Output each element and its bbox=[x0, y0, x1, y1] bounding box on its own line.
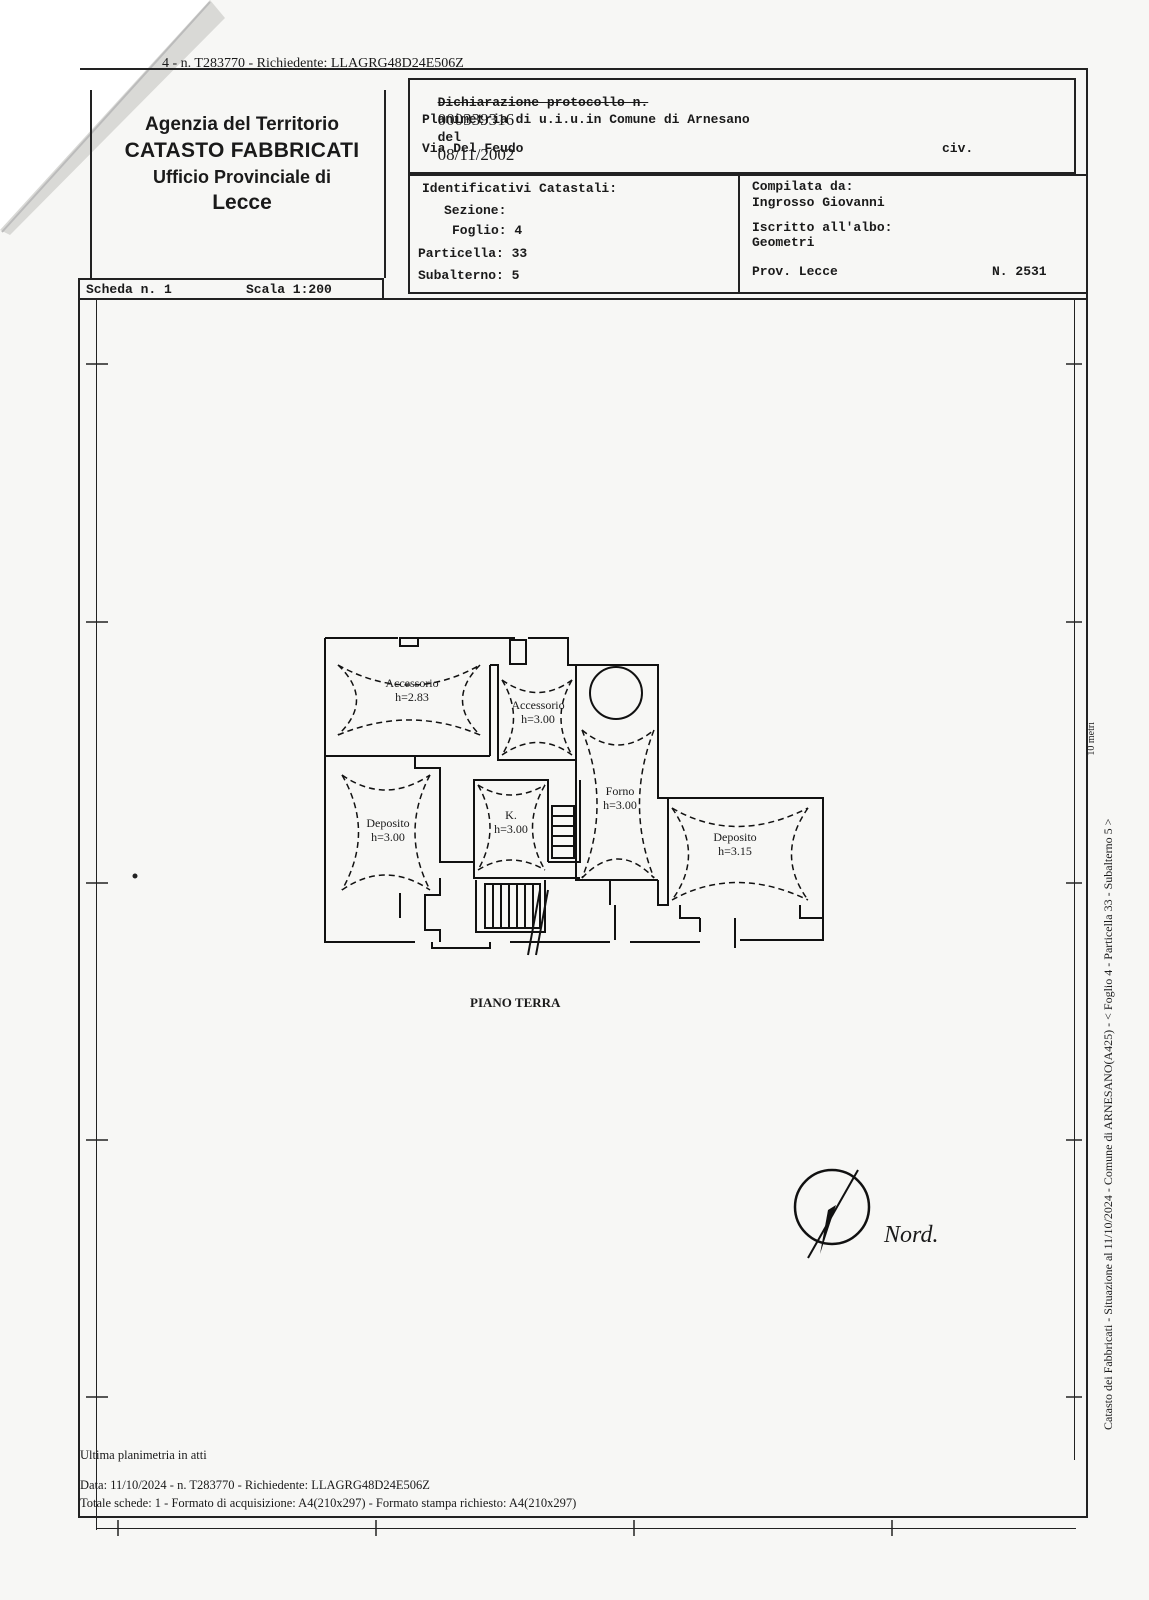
protocol-number: 000339316 bbox=[437, 110, 515, 129]
footer-line-2: Data: 11/10/2024 - n. T283770 - Richiede… bbox=[80, 1478, 430, 1492]
room-kitchen: K. h=3.00 bbox=[478, 808, 544, 836]
declaration-label: Dichiarazione protocollo n. bbox=[437, 95, 649, 110]
plan-title: Planimetria di u.i.u.in Comune di Arnesa… bbox=[422, 112, 750, 127]
agency-right-line bbox=[384, 90, 386, 278]
drawing-frame bbox=[78, 298, 1088, 1518]
agency-left-line bbox=[90, 90, 92, 278]
side-small-label: 10 metri bbox=[1086, 722, 1097, 756]
room-height: h=3.00 bbox=[603, 798, 637, 812]
footer-line-1: Ultima planimetria in atti bbox=[80, 1448, 207, 1462]
bottom-rule bbox=[96, 1528, 1076, 1529]
scheda-label: Scheda n. 1 bbox=[86, 282, 172, 297]
compiler-box bbox=[738, 174, 1088, 294]
registration-number: N. 2531 bbox=[992, 264, 1047, 279]
profession: Geometri bbox=[752, 235, 815, 250]
room-height: h=3.00 bbox=[521, 712, 555, 726]
declaration-date: 08/11/2002 bbox=[437, 145, 515, 164]
north-arrow-icon bbox=[793, 1168, 871, 1259]
folded-corner bbox=[0, 0, 225, 235]
registered-label: Iscritto all'albo: bbox=[752, 220, 893, 235]
room-name: Accessorio bbox=[385, 676, 439, 690]
civ-label: civ. bbox=[942, 141, 974, 156]
floor-label: PIANO TERRA bbox=[470, 995, 561, 1010]
top-reference: 4 - n. T283770 - Richiedente: LLAGRG48D2… bbox=[162, 56, 464, 71]
declaration-line: Dichiarazione protocollo n. 000339316 de… bbox=[422, 80, 649, 165]
room-name: K. bbox=[505, 808, 517, 822]
room-height: h=3.00 bbox=[494, 822, 528, 836]
room-name: Forno bbox=[605, 784, 635, 798]
room-name: Deposito bbox=[366, 816, 410, 830]
compiler-name: Ingrosso Giovanni bbox=[752, 195, 885, 210]
room-accessorio-1: Accessorio h=2.83 bbox=[372, 676, 452, 704]
room-name: Accessorio bbox=[511, 698, 565, 712]
header-box bbox=[408, 78, 1076, 174]
province: Prov. Lecce bbox=[752, 264, 838, 279]
drawing-inner-left bbox=[96, 300, 97, 1530]
room-forno: Forno h=3.00 bbox=[585, 784, 655, 812]
room-deposito-1: Deposito h=3.00 bbox=[348, 816, 428, 844]
office-city: Lecce bbox=[212, 191, 272, 214]
date-label: del bbox=[437, 130, 462, 145]
room-deposito-2: Deposito h=3.15 bbox=[695, 830, 775, 858]
frame-top-line bbox=[80, 68, 1088, 70]
compiled-by-label: Compilata da: bbox=[752, 179, 854, 194]
subalterno-value: Subalterno: 5 bbox=[418, 268, 520, 283]
room-accessorio-2: Accessorio h=3.00 bbox=[500, 698, 576, 726]
catasto-title: CATASTO FABBRICATI bbox=[124, 139, 360, 162]
foglio-value: Foglio: 4 bbox=[452, 223, 523, 238]
address: Via Del Feudo bbox=[422, 141, 524, 156]
north-label: Nord. bbox=[884, 1222, 939, 1248]
footer-line-3: Totale schede: 1 - Formato di acquisizio… bbox=[80, 1496, 577, 1510]
agency-name: Agenzia del Territorio bbox=[145, 114, 339, 135]
room-height: h=2.83 bbox=[395, 690, 429, 704]
room-height: h=3.00 bbox=[371, 830, 405, 844]
room-height: h=3.15 bbox=[718, 844, 752, 858]
identifiers-heading: Identificativi Catastali: bbox=[422, 181, 618, 196]
room-name: Deposito bbox=[713, 830, 757, 844]
particella-value: Particella: 33 bbox=[418, 246, 528, 261]
agency-block: Agenzia del Territorio CATASTO FABBRICAT… bbox=[92, 112, 392, 216]
scala-label: Scala 1:200 bbox=[246, 282, 332, 297]
sezione-label: Sezione: bbox=[444, 203, 507, 218]
side-label: Catasto dei Fabbricati - Situazione al 1… bbox=[1101, 818, 1115, 1430]
office-label: Ufficio Provinciale di bbox=[152, 167, 332, 187]
drawing-inner-right bbox=[1074, 300, 1075, 1460]
